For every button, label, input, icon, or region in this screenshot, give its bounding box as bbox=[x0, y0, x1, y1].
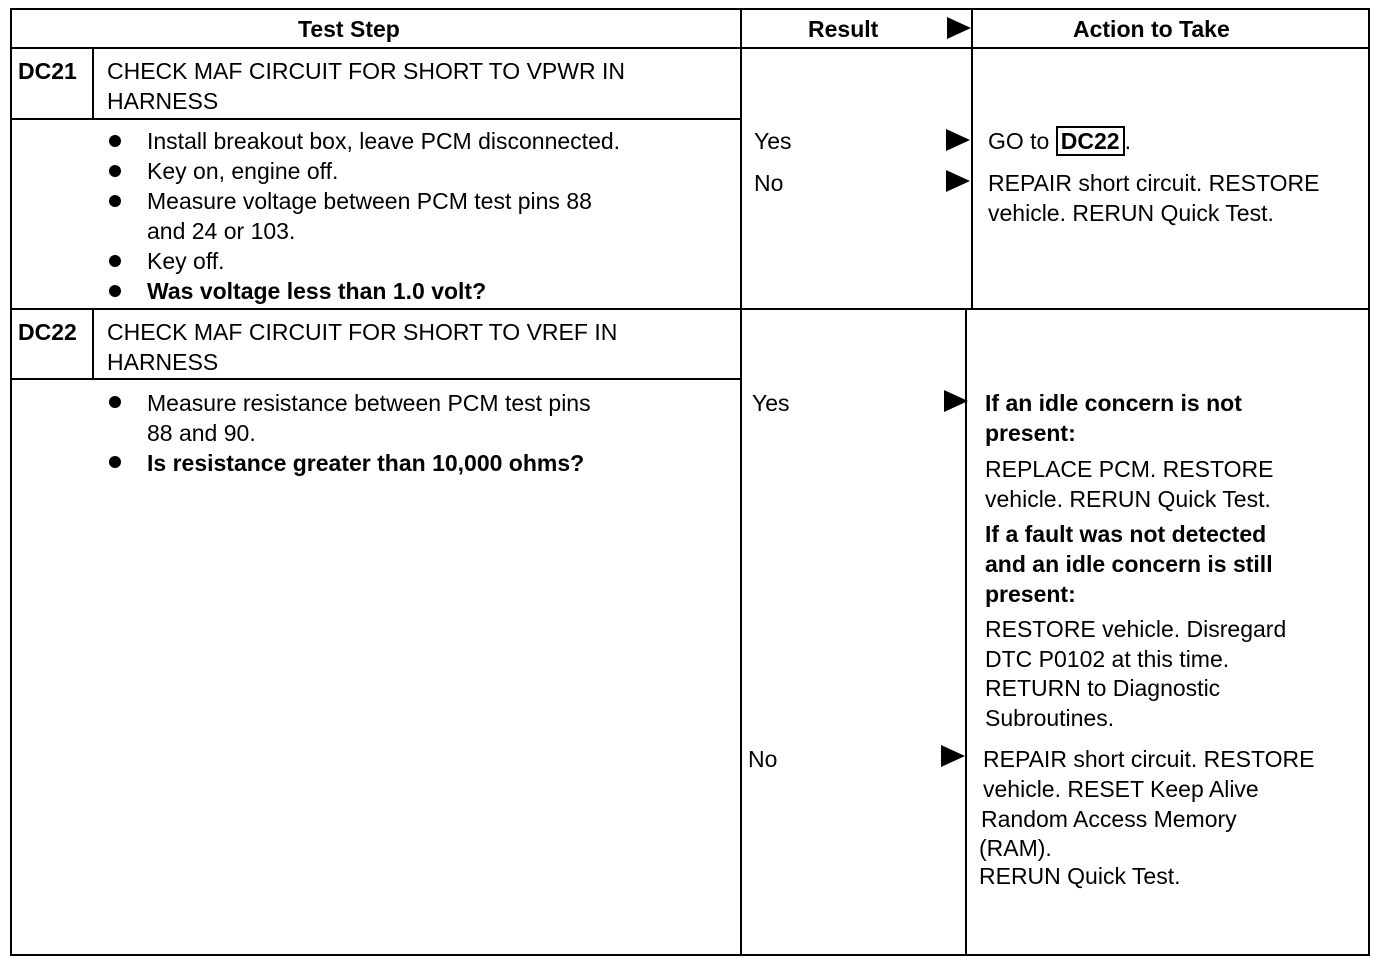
dc22-fault-condition-end: present: bbox=[985, 581, 1076, 607]
dc21-no-action: REPAIR short circuit. RESTORE bbox=[988, 170, 1320, 196]
arrow-right-icon bbox=[941, 745, 965, 767]
dc22-fault-condition-cont: and an idle concern is still bbox=[985, 551, 1273, 577]
dc22-title: CHECK MAF CIRCUIT FOR SHORT TO VREF IN bbox=[107, 319, 618, 345]
bullet-icon bbox=[109, 195, 121, 207]
bullet-icon bbox=[109, 255, 121, 267]
dc22-fault-action: RESTORE vehicle. Disregard bbox=[985, 616, 1287, 642]
dc22-no-action-cont: vehicle. RESET Keep Alive bbox=[983, 776, 1259, 802]
dc21-bullet: Key off. bbox=[147, 248, 225, 274]
dc22-title-divider bbox=[10, 378, 740, 380]
arrow-right-icon bbox=[946, 129, 970, 151]
row-divider bbox=[10, 308, 1370, 310]
dc22-no-action: REPAIR short circuit. RESTORE bbox=[983, 746, 1315, 772]
dc21-bullet-cont: and 24 or 103. bbox=[147, 218, 296, 244]
column-divider-result bbox=[740, 8, 742, 956]
arrow-right-icon bbox=[944, 390, 968, 412]
dc21-title: CHECK MAF CIRCUIT FOR SHORT TO VPWR IN bbox=[107, 58, 625, 84]
header-test-step: Test Step bbox=[298, 16, 400, 42]
bullet-icon bbox=[109, 396, 121, 408]
bullet-icon bbox=[109, 285, 121, 297]
header-action: Action to Take bbox=[1073, 16, 1230, 42]
dc22-bullet-cont: 88 and 90. bbox=[147, 420, 256, 446]
dc22-fault-action-end: Subroutines. bbox=[985, 705, 1115, 731]
header-result: Result bbox=[808, 16, 879, 42]
dc22-yes-condition-cont: present: bbox=[985, 420, 1076, 446]
bullet-icon bbox=[109, 456, 121, 468]
dc21-bullet: Install breakout box, leave PCM disconne… bbox=[147, 128, 621, 154]
dc22-yes-condition: If an idle concern is not bbox=[985, 390, 1242, 416]
dc22-result-no: No bbox=[748, 746, 778, 772]
dc22-bullet: Measure resistance between PCM test pins bbox=[147, 390, 591, 416]
dc22-title-cont: HARNESS bbox=[107, 349, 219, 375]
goto-label: GO to bbox=[988, 128, 1050, 154]
dc21-no-action-cont: vehicle. RERUN Quick Test. bbox=[988, 200, 1274, 226]
dc22-question: Is resistance greater than 10,000 ohms? bbox=[147, 450, 585, 476]
goto-period: . bbox=[1124, 128, 1131, 154]
bullet-icon bbox=[109, 135, 121, 147]
column-divider-action-lower bbox=[965, 310, 967, 956]
dc21-result-yes: Yes bbox=[754, 128, 792, 154]
dc21-bullet: Measure voltage between PCM test pins 88 bbox=[147, 188, 592, 214]
dc22-no-action-rerun: RERUN Quick Test. bbox=[979, 863, 1181, 889]
dc21-title-cont: HARNESS bbox=[107, 88, 219, 114]
arrow-right-icon bbox=[946, 170, 970, 192]
dc22-code-divider bbox=[92, 310, 94, 380]
dc22-fault-condition: If a fault was not detected bbox=[985, 521, 1267, 547]
dc22-reference[interactable]: DC22 bbox=[1055, 126, 1125, 156]
dc22-fault-action-cont: DTC P0102 at this time. bbox=[985, 646, 1230, 672]
dc22-yes-action-cont: vehicle. RERUN Quick Test. bbox=[985, 486, 1271, 512]
dc21-question: Was voltage less than 1.0 volt? bbox=[147, 278, 487, 304]
dc22-no-action-ram: Random Access Memory bbox=[981, 806, 1237, 832]
dc21-step-code: DC21 bbox=[18, 58, 77, 84]
dc22-yes-action: REPLACE PCM. RESTORE bbox=[985, 456, 1274, 482]
dc21-yes-action: GO to DC22. bbox=[988, 126, 1131, 156]
dc22-step-code: DC22 bbox=[18, 319, 77, 345]
table-frame bbox=[10, 8, 1370, 956]
dc22-fault-action-return: RETURN to Diagnostic bbox=[985, 675, 1221, 701]
dc21-bullet: Key on, engine off. bbox=[147, 158, 339, 184]
dc22-no-action-ram-abbr: (RAM). bbox=[979, 835, 1052, 861]
bullet-icon bbox=[109, 165, 121, 177]
dc21-result-no: No bbox=[754, 170, 784, 196]
column-divider-action bbox=[971, 8, 973, 310]
header-arrow-icon bbox=[947, 17, 971, 39]
dc21-code-divider bbox=[92, 47, 94, 119]
header-divider bbox=[10, 47, 1370, 49]
dc21-title-divider bbox=[10, 118, 740, 120]
dc22-result-yes: Yes bbox=[752, 390, 790, 416]
